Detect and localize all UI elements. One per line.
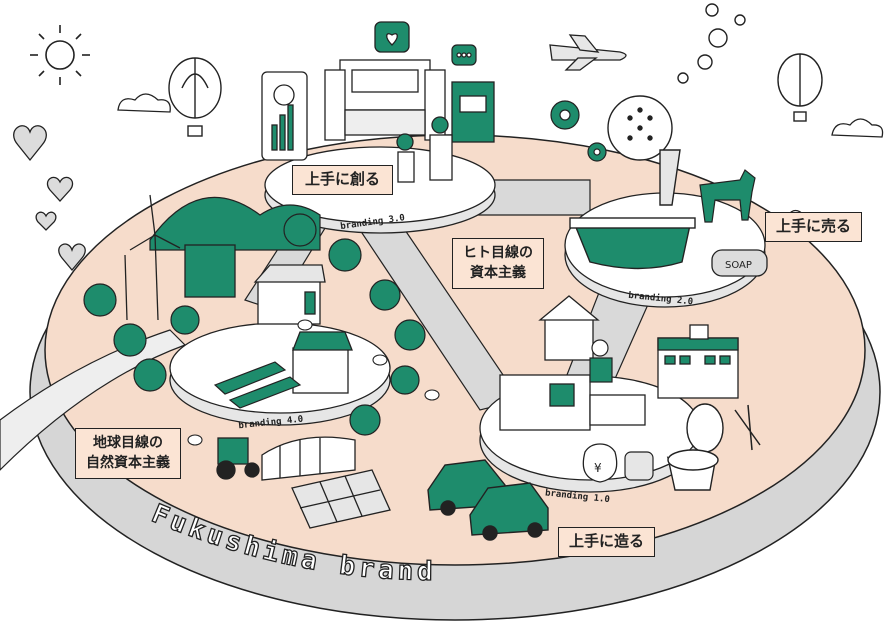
- tree-icon: [83, 213, 426, 436]
- soap-icon: SOAP: [711, 249, 768, 277]
- yen-sign: ¥: [594, 461, 602, 475]
- gear-icon: [550, 100, 607, 162]
- label-sell-text: 上手に売る: [776, 217, 852, 235]
- greenhouse-icon: [261, 436, 356, 481]
- label-sell-well: 上手に売る: [765, 212, 863, 242]
- label-human-line2: 資本主義: [470, 265, 526, 282]
- field-rows: [213, 361, 302, 409]
- bee-icon: [187, 319, 440, 446]
- tablet-chart-icon: [261, 71, 308, 161]
- sun-icon: [30, 25, 90, 85]
- label-human-line1: ヒト目線の: [463, 245, 533, 261]
- pliers-icon: [734, 404, 761, 451]
- person-icon: [589, 339, 613, 383]
- label-create-well: 上手に創る: [292, 165, 394, 195]
- label-earth-line1: 地球目線の: [93, 435, 163, 451]
- heart-icon: [13, 125, 86, 272]
- hospital-icon: [657, 324, 739, 399]
- house-icon: [253, 264, 326, 325]
- blackboard-icon: [184, 244, 236, 298]
- platform-branding-2-0: SOAP branding 2.0: [564, 95, 768, 308]
- label-earth-natural-capitalism: 地球目線の 自然資本主義: [75, 428, 181, 479]
- balloon-icon: [777, 53, 823, 122]
- house-icon: [538, 295, 600, 361]
- factory-machine-icon: [499, 374, 646, 431]
- toilet-icon: [666, 403, 724, 491]
- car-icon: [469, 482, 549, 541]
- bubble-icon: [677, 3, 746, 84]
- house-icon: [292, 331, 353, 394]
- label-create-text: 上手に創る: [305, 170, 381, 188]
- label-human-capitalism: ヒト目線の 資本主義: [452, 238, 544, 289]
- shower-head-icon: [607, 95, 681, 206]
- monitor-icon: [451, 81, 495, 143]
- label-earth-line2: 自然資本主義: [86, 455, 170, 472]
- money-bag-icon: ¥: [582, 443, 618, 483]
- airplane-icon: [549, 34, 627, 71]
- solar-panel-icon: [291, 469, 391, 529]
- chat-dots-icon: [451, 44, 477, 66]
- windmill-icon: [124, 194, 181, 321]
- label-make-well: 上手に造る: [558, 527, 656, 557]
- platform-branding-3-0: branding 3.0: [261, 21, 496, 234]
- platform-branding-4-0: branding 4.0: [83, 194, 440, 446]
- bathtub-icon: [569, 217, 696, 270]
- balloon-icon: [168, 57, 222, 137]
- coins-icon: [624, 451, 654, 481]
- chat-heart-icon: [374, 21, 410, 53]
- person-icon: [396, 116, 453, 183]
- soap-text: SOAP: [725, 260, 752, 271]
- platform-branding-1-0: ¥ branding 1.0: [479, 295, 701, 505]
- booth-icon: [324, 59, 446, 141]
- mountain-icon: [149, 196, 321, 251]
- tractor-icon: [216, 437, 260, 480]
- dog-icon: [699, 169, 756, 223]
- label-make-text: 上手に造る: [569, 532, 645, 550]
